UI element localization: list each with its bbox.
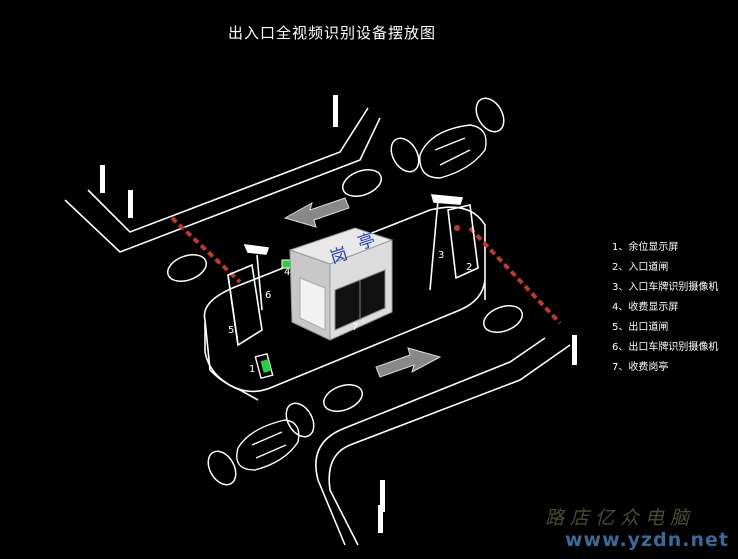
loop: [342, 169, 382, 197]
loop: [285, 402, 315, 438]
loop: [207, 450, 237, 486]
booth-sign-right: 亭: [356, 230, 378, 254]
bollard: [380, 480, 385, 512]
direction-arrows: [283, 197, 442, 378]
entry-barrier-arm: [468, 226, 562, 325]
legend-item: 3、入口车牌识别摄像机: [612, 282, 719, 293]
legend-item: 1、余位显示屏: [612, 242, 679, 253]
bollard: [100, 165, 105, 193]
exit-barrier-arm: [170, 216, 242, 284]
exit-direction-arrow: [283, 197, 350, 228]
lower-lane: [315, 337, 571, 546]
car-top: [419, 124, 487, 179]
label-1: 1: [249, 364, 255, 375]
entry-camera: [429, 194, 464, 291]
vacancy-display: [254, 352, 274, 380]
bollard: [378, 505, 383, 533]
car-bottom: [236, 419, 300, 471]
legend-item: 5、出口道闸: [612, 322, 669, 333]
loop: [475, 97, 505, 133]
exit-camera: [243, 244, 270, 311]
toll-booth: [288, 227, 394, 341]
loop: [483, 305, 523, 333]
label-4: 4: [284, 267, 290, 278]
barrier-arms: [170, 216, 562, 325]
exit-barrier-gate: [227, 263, 263, 347]
label-3: 3: [438, 250, 444, 261]
diagram-title: 出入口全视频识别设备摆放图: [228, 24, 437, 42]
legend-item: 6、出口车牌识别摄像机: [612, 342, 719, 353]
upper-lane: [64, 107, 381, 253]
label-5: 5: [228, 325, 234, 336]
entry-barrier-gate: [447, 204, 479, 280]
label-6: 6: [265, 290, 271, 301]
label-7: 7: [352, 322, 358, 333]
central-island: [203, 206, 486, 401]
bollard: [572, 335, 577, 365]
legend: 1、余位显示屏 2、入口道闸 3、入口车牌识别摄像机 4、收费显示屏 5、出口道…: [612, 238, 718, 378]
loop: [167, 254, 207, 282]
bollards: [100, 95, 577, 533]
label-2: 2: [466, 262, 472, 273]
watermark-url: www.yzdn.net: [565, 529, 729, 551]
legend-item: 2、入口道闸: [612, 262, 669, 273]
loop: [323, 384, 363, 412]
entry-direction-arrow: [375, 347, 442, 378]
legend-item: 7、收费岗亭: [612, 362, 669, 373]
bollard: [333, 95, 338, 127]
booth-sign-left: 岗: [328, 244, 350, 268]
watermark-text: 路店亿众电脑: [545, 507, 696, 529]
ground-loops: [167, 97, 523, 486]
legend-item: 4、收费显示屏: [612, 302, 679, 313]
loop: [390, 137, 420, 173]
bollard: [128, 190, 133, 218]
